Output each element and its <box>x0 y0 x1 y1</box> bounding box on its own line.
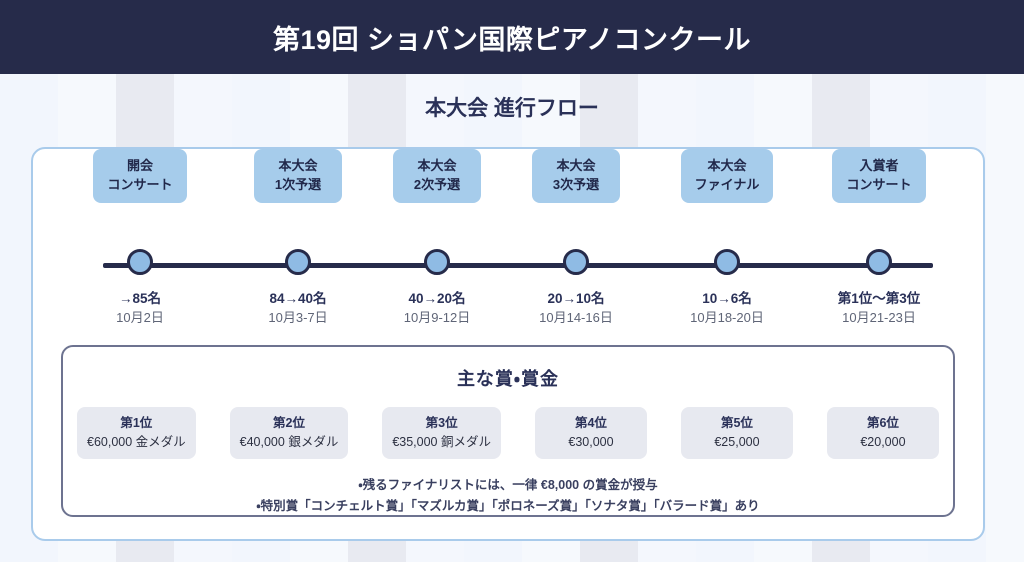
stage-label: 本大会 3次予選 <box>532 149 620 203</box>
stage-label: 本大会 1次予選 <box>254 149 342 203</box>
page-header: 第19回 ショパン国際ピアノコンクール <box>0 0 1024 74</box>
stage-count: 10→6名 <box>702 291 752 306</box>
stage-date: 10月3-7日 <box>268 310 328 325</box>
stage-label: 入賞者 コンサート <box>832 149 926 203</box>
stage-count: 40→20名 <box>408 291 466 306</box>
prize-amount: €25,000 <box>714 434 760 449</box>
prize-amount: €20,000 <box>860 434 906 449</box>
prize-rank: 第6位 <box>866 416 899 430</box>
prize-panel-title: 主な賞・賞金 <box>456 369 560 389</box>
prize-amount: €30,000 <box>568 434 614 449</box>
flow-card: 開会 コンサート →85名 10月2日 本大会 1次予選 84→40名 10月3… <box>31 147 985 541</box>
page-title: 第19回 ショパン国際ピアノコンクール <box>273 24 751 55</box>
stage-count: 84→40名 <box>269 291 327 306</box>
prize-panel: 主な賞・賞金 第1位 €60,000 金メダル 第2位 €40,000 銀メダル… <box>61 345 955 517</box>
prize-amount: €35,000 銅メダル <box>392 434 491 449</box>
stage-node-dot <box>714 249 740 275</box>
stage-node-dot <box>285 249 311 275</box>
stage-count: →85名 <box>118 291 162 306</box>
timeline-stage-6[interactable]: 入賞者 コンサート 第1位〜第3位 10月21-23日 <box>804 149 954 325</box>
prize-notes: ・残るファイナリストには、一律 €8,000 の賞金が授与 ・特別賞「コンチェル… <box>63 475 953 519</box>
prize-chip[interactable]: 第6位 €20,000 <box>826 407 939 459</box>
stage-node-dot <box>563 249 589 275</box>
stage-label: 開会 コンサート <box>93 149 187 203</box>
timeline-axis-line <box>103 263 933 268</box>
section-heading: 本大会 進行フロー <box>425 97 599 120</box>
prize-chip[interactable]: 第1位 €60,000 金メダル <box>77 407 196 459</box>
timeline-stage-1[interactable]: 開会 コンサート →85名 10月2日 <box>65 149 215 325</box>
stage-date: 10月2日 <box>116 310 164 325</box>
stage-node-dot <box>127 249 153 275</box>
prize-rank: 第5位 <box>720 416 753 430</box>
stage-label: 本大会 ファイナル <box>680 149 774 203</box>
stage-date: 10月9-12日 <box>403 310 471 325</box>
timeline: 開会 コンサート →85名 10月2日 本大会 1次予選 84→40名 10月3… <box>33 149 983 329</box>
stage-date: 10月18-20日 <box>690 310 764 325</box>
stage-date: 10月21-23日 <box>842 310 916 325</box>
timeline-stage-2[interactable]: 本大会 1次予選 84→40名 10月3-7日 <box>223 149 373 325</box>
prize-note-line: ・特別賞「コンチェルト賞」「マズルカ賞」「ポロネーズ賞」「ソナタ賞」「バラード賞… <box>256 499 760 514</box>
prize-chip[interactable]: 第4位 €30,000 <box>534 407 647 459</box>
stage-count: 20→10名 <box>547 291 605 306</box>
prize-rank: 第3位 <box>425 416 458 430</box>
prize-amount: €40,000 銀メダル <box>239 434 339 449</box>
prize-rank: 第1位 <box>120 416 153 430</box>
prize-chip[interactable]: 第5位 €25,000 <box>680 407 793 459</box>
prize-list: 第1位 €60,000 金メダル 第2位 €40,000 銀メダル 第3位 €3… <box>63 407 953 459</box>
timeline-stage-4[interactable]: 本大会 3次予選 20→10名 10月14-16日 <box>501 149 651 325</box>
prize-rank: 第2位 <box>273 416 305 430</box>
timeline-stage-5[interactable]: 本大会 ファイナル 10→6名 10月18-20日 <box>652 149 802 325</box>
prize-rank: 第4位 <box>574 416 607 430</box>
stage-node-dot <box>424 249 450 275</box>
stage-count: 第1位〜第3位 <box>837 291 921 306</box>
stage-date: 10月14-16日 <box>539 310 613 325</box>
stage-label: 本大会 2次予選 <box>393 149 481 203</box>
prize-amount: €60,000 金メダル <box>87 434 186 449</box>
timeline-stage-3[interactable]: 本大会 2次予選 40→20名 10月9-12日 <box>362 149 512 325</box>
prize-note-line: ・残るファイナリストには、一律 €8,000 の賞金が授与 <box>358 477 658 492</box>
prize-chip[interactable]: 第2位 €40,000 銀メダル <box>229 407 349 459</box>
stage-node-dot <box>866 249 892 275</box>
prize-chip[interactable]: 第3位 €35,000 銅メダル <box>382 407 501 459</box>
